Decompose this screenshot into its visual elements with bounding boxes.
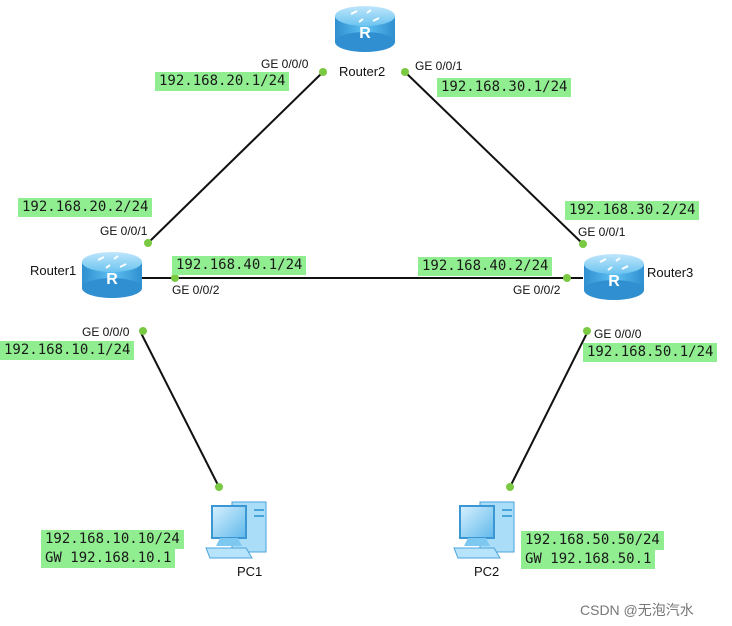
watermark: CSDN @无泡汽水 [580, 602, 694, 618]
link-router2-router3 [404, 71, 584, 245]
ip-label: 192.168.50.1/24 [583, 343, 718, 362]
port-dot [139, 327, 147, 335]
ip-label: 192.168.10.10/24 [41, 530, 184, 549]
router2-icon[interactable] [334, 5, 396, 53]
port-label: GE 0/0/0 [82, 325, 130, 339]
port-dot [319, 68, 327, 76]
router3-name: Router3 [647, 265, 694, 280]
port-dot [171, 274, 179, 282]
port-label: GE 0/0/0 [261, 57, 309, 71]
port-dot [563, 274, 571, 282]
ip-label: 192.168.30.1/24 [437, 78, 572, 97]
router1-icon[interactable] [81, 251, 143, 299]
ip-label: 192.168.30.2/24 [565, 201, 700, 220]
ip-label: 192.168.40.1/24 [172, 256, 307, 275]
port-label: GE 0/0/1 [415, 59, 463, 73]
router1-name: Router1 [30, 263, 77, 278]
port-label: GE 0/0/0 [594, 327, 642, 341]
port-dot [215, 483, 223, 491]
gateway-label: GW 192.168.50.1 [521, 550, 656, 569]
router3-icon[interactable] [583, 253, 645, 301]
ip-label: 192.168.40.2/24 [418, 257, 553, 276]
pc1-icon[interactable] [205, 501, 267, 559]
pc1-name: PC1 [237, 564, 263, 579]
port-dot [506, 483, 514, 491]
port-label: GE 0/0/1 [578, 225, 626, 239]
ip-label: 192.168.20.1/24 [155, 72, 290, 91]
port-label: GE 0/0/1 [100, 224, 148, 238]
port-label: GE 0/0/2 [172, 283, 220, 297]
port-dot [579, 240, 587, 248]
ip-label: 192.168.10.1/24 [0, 341, 135, 360]
link-router3-pc2 [509, 330, 589, 488]
pc2-icon[interactable] [453, 501, 515, 559]
router2-name: Router2 [339, 64, 386, 79]
gateway-label: GW 192.168.10.1 [41, 549, 176, 568]
ip-label: 192.168.20.2/24 [18, 198, 153, 217]
ip-label: 192.168.50.50/24 [521, 531, 664, 550]
pc2-name: PC2 [474, 564, 500, 579]
link-router1-pc1 [139, 330, 220, 488]
port-label: GE 0/0/2 [513, 283, 561, 297]
port-dot [401, 68, 409, 76]
port-dot [583, 327, 591, 335]
link-router1-router2 [147, 71, 324, 244]
port-dot [144, 239, 152, 247]
